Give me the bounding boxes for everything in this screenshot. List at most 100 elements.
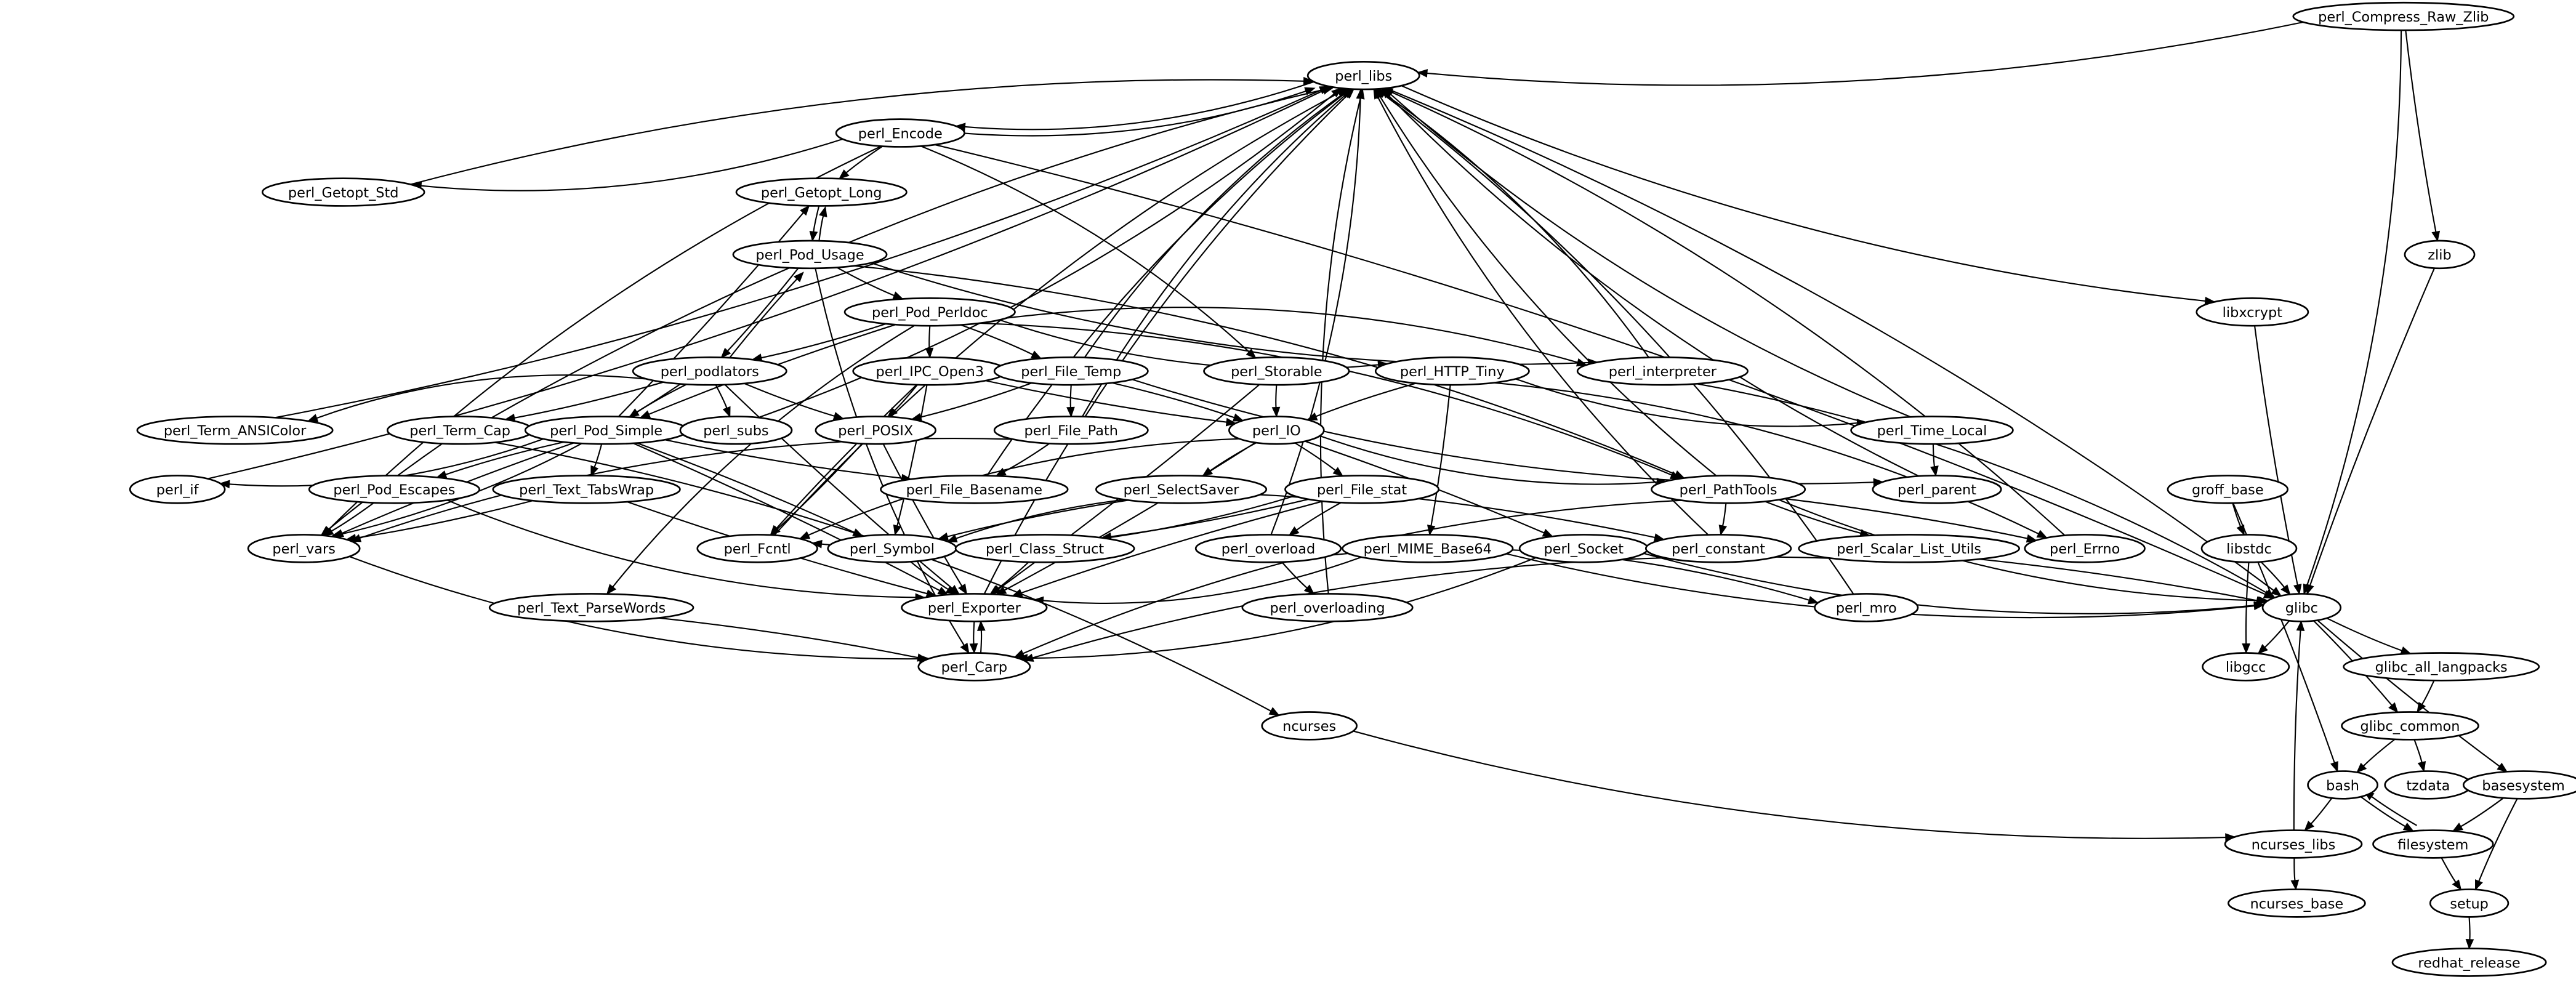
node-perl_mro[interactable]: perl_mro [1814, 593, 1919, 622]
node-ncurses_base[interactable]: ncurses_base [2228, 888, 2366, 918]
edge-ncurses-to-ncurses_libs [1353, 730, 2236, 842]
node-perl_parent[interactable]: perl_parent [1872, 475, 2002, 504]
node-perl_IO[interactable]: perl_IO [1228, 416, 1325, 445]
node-label: perl_SelectSaver [1124, 482, 1240, 498]
node-bash[interactable]: bash [2307, 770, 2378, 800]
node-glibc_common[interactable]: glibc_common [2341, 711, 2479, 741]
node-perl_File_Basename[interactable]: perl_File_Basename [880, 475, 1069, 504]
node-perl_Term_Cap[interactable]: perl_Term_Cap [387, 416, 534, 445]
node-label: perl_vars [272, 541, 335, 557]
node-perl_IPC_Open3[interactable]: perl_IPC_Open3 [852, 356, 1008, 386]
arrowhead-icon [1542, 529, 1554, 537]
edge-glibc_common-to-bash [2356, 738, 2396, 773]
node-perl_Encode[interactable]: perl_Encode [835, 118, 965, 148]
node-shape [129, 475, 226, 504]
node-zlib[interactable]: zlib [2404, 239, 2476, 270]
edge-line [973, 621, 975, 644]
node-label: redhat_release [2418, 955, 2520, 971]
node-perl_Fcntl[interactable]: perl_Fcntl [696, 534, 818, 563]
node-label: filesystem [2397, 837, 2468, 853]
node-perl_Pod_Perldoc[interactable]: perl_Pod_Perldoc [843, 297, 1016, 327]
node-glibc_all_langpacks[interactable]: glibc_all_langpacks [2343, 652, 2540, 682]
edge-line [2468, 917, 2471, 940]
node-label: setup [2450, 896, 2489, 912]
edge-perl_Exporter-to-perl_Carp [969, 621, 978, 654]
node-perl_overload[interactable]: perl_overload [1194, 534, 1342, 563]
node-perl_Getopt_Long[interactable]: perl_Getopt_Long [735, 177, 908, 207]
node-perl_Pod_Escapes[interactable]: perl_Pod_Escapes [308, 475, 480, 504]
node-perl_Getopt_Std[interactable]: perl_Getopt_Std [261, 177, 425, 207]
node-perl_POSIX[interactable]: perl_POSIX [815, 416, 936, 445]
node-perl_PathTools[interactable]: perl_PathTools [1651, 475, 1806, 504]
node-perl_if[interactable]: perl_if [129, 475, 226, 504]
node-perl_overloading[interactable]: perl_overloading [1241, 593, 1414, 622]
node-perl_File_Temp[interactable]: perl_File_Temp [993, 356, 1149, 386]
node-perl_File_Path[interactable]: perl_File_Path [993, 416, 1149, 445]
edge-perl_Pod_Simple-to-perl_Exporter [632, 442, 949, 595]
node-perl_Scalar_List_Utils[interactable]: perl_Scalar_List_Utils [1798, 534, 2021, 563]
edge-line [355, 500, 533, 539]
node-perl_Exporter[interactable]: perl_Exporter [901, 593, 1048, 622]
node-perl_Compress_Raw_Zlib[interactable]: perl_Compress_Raw_Zlib [2292, 1, 2515, 31]
node-shape [835, 118, 965, 148]
node-perl_Text_ParseWords[interactable]: perl_Text_ParseWords [488, 593, 694, 622]
node-perl_Time_Local[interactable]: perl_Time_Local [1850, 416, 2014, 445]
node-setup[interactable]: setup [2429, 888, 2510, 918]
node-perl_SelectSaver[interactable]: perl_SelectSaver [1095, 475, 1268, 504]
node-perl_Pod_Simple[interactable]: perl_Pod_Simple [524, 416, 688, 445]
edge-line [1294, 442, 1336, 472]
node-perl_File_stat[interactable]: perl_File_stat [1284, 475, 1440, 504]
node-tzdata[interactable]: tzdata [2384, 770, 2473, 800]
node-ncurses_libs[interactable]: ncurses_libs [2224, 829, 2363, 859]
edge-perl_overloading-to-perl_libs [1319, 88, 1365, 594]
node-libxcrypt[interactable]: libxcrypt [2196, 297, 2309, 327]
node-shape [492, 475, 681, 504]
node-label: perl_Pod_Perldoc [872, 305, 988, 321]
node-ncurses[interactable]: ncurses [1261, 711, 1358, 741]
node-filesystem[interactable]: filesystem [2372, 829, 2494, 859]
node-perl_Text_TabsWrap[interactable]: perl_Text_TabsWrap [492, 475, 681, 504]
edge-perl_Compress_Raw_Zlib-to-perl_libs [1417, 21, 2304, 86]
node-libgcc[interactable]: libgcc [2202, 652, 2290, 682]
node-perl_subs[interactable]: perl_subs [679, 416, 793, 445]
node-perl_vars[interactable]: perl_vars [247, 534, 361, 563]
node-perl_Class_Struct[interactable]: perl_Class_Struct [954, 534, 1135, 563]
node-label: perl_IO [1252, 423, 1301, 439]
arrowhead-icon [323, 527, 334, 536]
edge-line [2310, 797, 2333, 824]
node-label: perl_Encode [858, 126, 943, 142]
node-perl_Pod_Usage[interactable]: perl_Pod_Usage [732, 239, 888, 270]
node-libstdc[interactable]: libstdc [2200, 534, 2298, 563]
node-shape [2341, 711, 2479, 741]
edge-line [2309, 268, 2435, 586]
node-perl_Storable[interactable]: perl_Storable [1203, 356, 1350, 386]
node-perl_Carp[interactable]: perl_Carp [917, 652, 1031, 682]
edge-bash-to-filesystem [2360, 796, 2415, 832]
node-perl_podlators[interactable]: perl_podlators [632, 356, 787, 386]
node-perl_constant[interactable]: perl_constant [1644, 534, 1792, 563]
node-perl_HTTP_Tiny[interactable]: perl_HTTP_Tiny [1374, 356, 1530, 386]
node-perl_interpreter[interactable]: perl_interpreter [1576, 356, 1749, 386]
node-perl_Term_ANSIColor[interactable]: perl_Term_ANSIColor [136, 416, 334, 445]
node-glibc[interactable]: glibc [2261, 593, 2342, 622]
arrowhead-icon [1066, 406, 1075, 418]
edge-line [421, 138, 843, 191]
node-perl_MIME_Base64[interactable]: perl_MIME_Base64 [1342, 534, 1514, 563]
edge-line [1430, 385, 1451, 526]
node-perl_libs[interactable]: perl_libs [1306, 60, 1420, 91]
node-perl_Errno[interactable]: perl_Errno [2024, 534, 2146, 563]
node-shape [735, 177, 908, 207]
arrowhead-icon [1417, 69, 1428, 78]
node-shape [954, 534, 1135, 563]
edge-perl_Pod_Escapes-to-perl_vars [323, 502, 374, 536]
edge-perl_IO-to-perl_Exporter [996, 441, 1256, 595]
node-perl_Socket[interactable]: perl_Socket [1518, 534, 1649, 563]
node-groff_base[interactable]: groff_base [2167, 475, 2289, 504]
node-redhat_release[interactable]: redhat_release [2391, 948, 2547, 977]
edge-perl_Encode-to-perl_Getopt_Long [838, 145, 883, 180]
node-perl_Symbol[interactable]: perl_Symbol [827, 534, 957, 563]
node-basesystem[interactable]: basesystem [2462, 770, 2576, 800]
node-shape [247, 534, 361, 563]
node-shape [1203, 356, 1350, 386]
node-shape [843, 297, 1016, 327]
